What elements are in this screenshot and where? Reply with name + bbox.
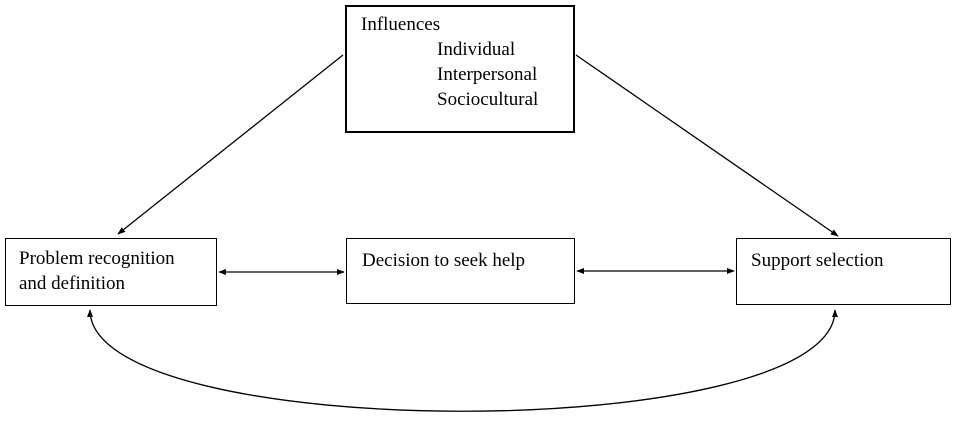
decision-label: Decision to seek help [362,250,526,271]
influences-title: Influences [361,14,441,35]
problem-label-line2: and definition [19,273,126,294]
influences-box: Influences Individual Interpersonal Soci… [345,5,575,133]
influence-item-individual: Individual [437,39,516,60]
problem-label-line1: Problem recognition [19,248,175,269]
influences-to-support-arrow [575,54,839,237]
support-label: Support selection [751,250,884,271]
problem-support-feedback-curve [86,309,839,412]
influences-to-problem-arrow [117,54,344,235]
problem-recognition-box: Problem recognition and definition [5,238,217,306]
influence-item-interpersonal: Interpersonal [437,64,538,85]
support-selection-box: Support selection [736,238,951,305]
decision-box: Decision to seek help [346,238,575,304]
influence-item-sociocultural: Sociocultural [437,89,539,110]
